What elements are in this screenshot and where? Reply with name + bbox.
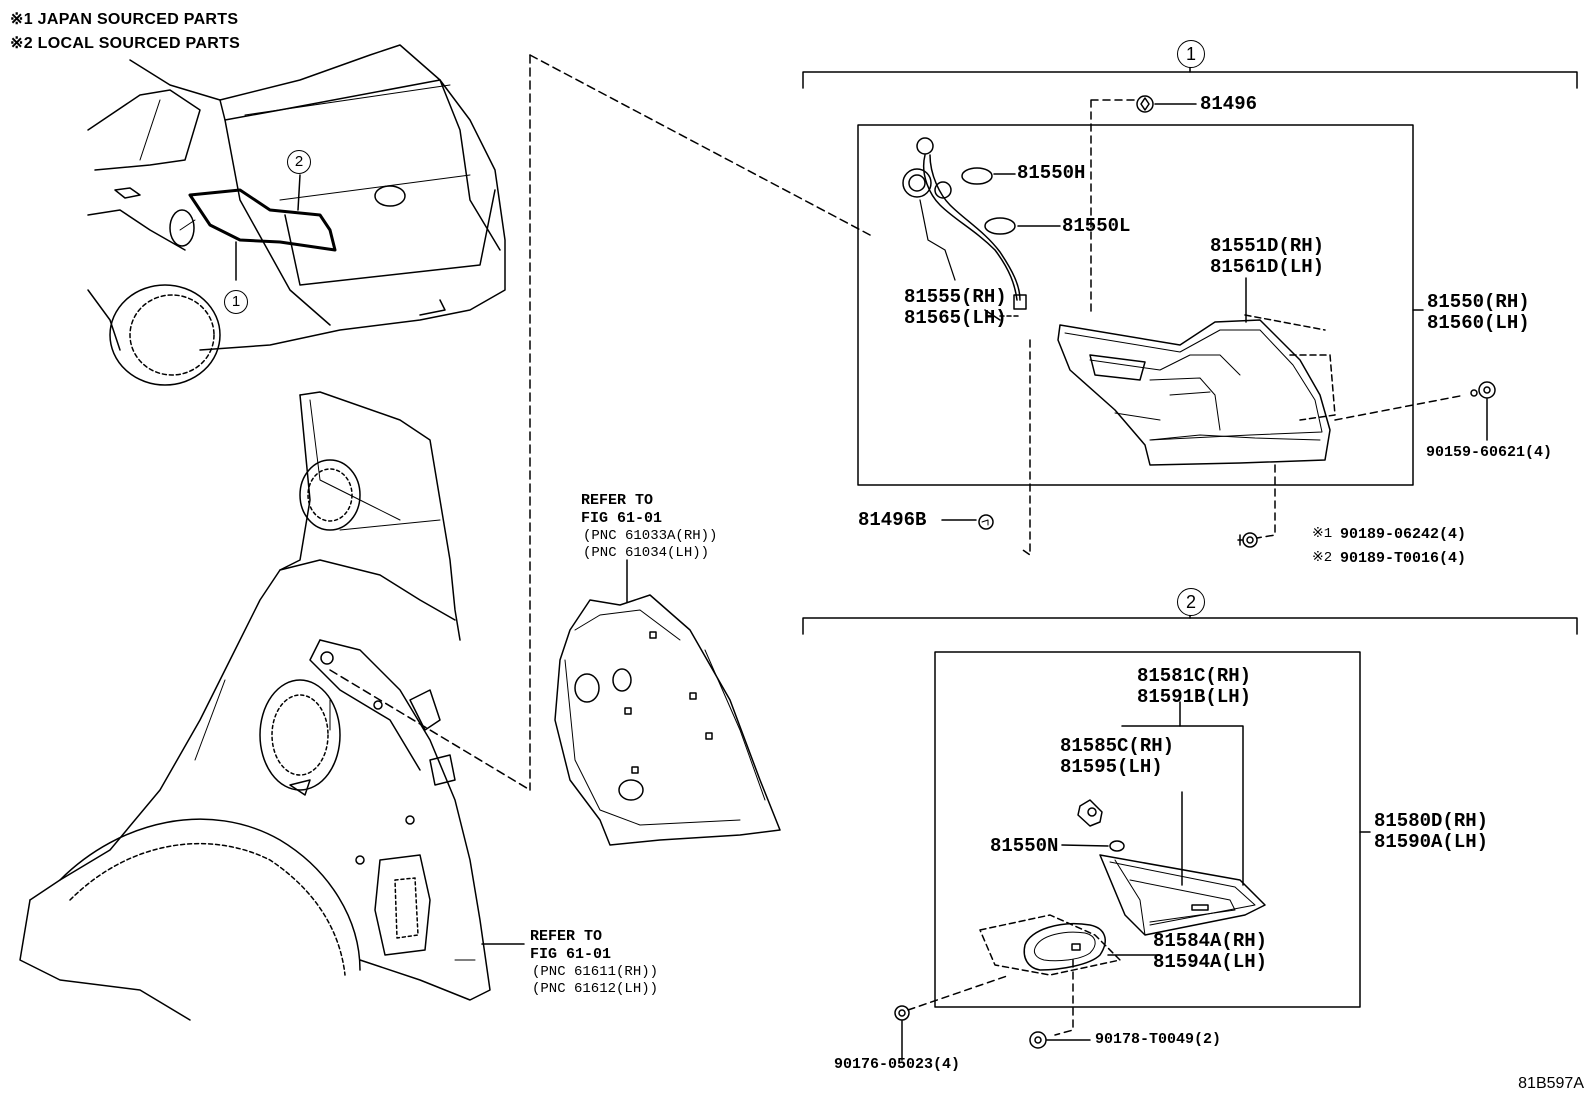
car-callout-1[interactable]: 1 <box>224 290 248 314</box>
part-81595-lh[interactable]: 81595(LH) <box>1060 756 1163 778</box>
part-81496[interactable]: 81496 <box>1200 93 1258 115</box>
part-81581C-rh[interactable]: 81581C(RH) <box>1137 665 1252 687</box>
car-rear-illustration <box>87 44 506 386</box>
refer2-fig-link[interactable]: FIG 61-01 <box>530 946 612 963</box>
group2-callout[interactable]: 2 <box>1177 588 1205 616</box>
part-90176[interactable]: 90176-05023(4) <box>834 1056 961 1073</box>
note-local-sourced: ※2 LOCAL SOURCED PARTS <box>10 35 241 52</box>
part-81496B[interactable]: 81496B <box>858 509 927 531</box>
refer1-pnc-rh: (PNC 61033A(RH)) <box>583 528 718 544</box>
part-81585C-rh[interactable]: 81585C(RH) <box>1060 735 1175 757</box>
part-81590A-lh[interactable]: 81590A(LH) <box>1374 831 1489 853</box>
part-81551D-rh[interactable]: 81551D(RH) <box>1210 235 1325 257</box>
part-81591B-lh[interactable]: 81591B(LH) <box>1137 686 1252 708</box>
part-81561D-lh[interactable]: 81561D(LH) <box>1210 256 1325 278</box>
group1-callout[interactable]: 1 <box>1177 40 1205 68</box>
refer1-line1: REFER TO <box>581 492 654 509</box>
part-81555-rh[interactable]: 81555(RH) <box>904 286 1007 308</box>
note-japan-sourced: ※1 JAPAN SOURCED PARTS <box>10 11 239 28</box>
part-81594A-lh[interactable]: 81594A(LH) <box>1153 951 1268 973</box>
part-90159[interactable]: 90159-60621(4) <box>1426 444 1553 461</box>
part-81580D-rh[interactable]: 81580D(RH) <box>1374 810 1489 832</box>
refer2-line1: REFER TO <box>530 928 603 945</box>
inner-lamp-socket-illustration <box>1077 799 1125 852</box>
socket-wire-illustration <box>902 137 1027 310</box>
inner-lamp-illustration <box>1099 854 1266 936</box>
part-81584A-rh[interactable]: 81584A(RH) <box>1153 930 1268 952</box>
part-81550N[interactable]: 81550N <box>990 835 1059 857</box>
part-81550H[interactable]: 81550H <box>1017 162 1086 184</box>
part-81550-rh[interactable]: 81550(RH) <box>1427 291 1530 313</box>
refer2-pnc-rh: (PNC 61611(RH)) <box>532 964 659 980</box>
refer1-pnc-lh: (PNC 61034(LH)) <box>583 545 710 561</box>
refer1-fig-link[interactable]: FIG 61-01 <box>581 510 663 527</box>
part-90178[interactable]: 90178-T0049(2) <box>1095 1031 1222 1048</box>
rear-combination-lamp-illustration <box>1057 314 1336 466</box>
mark-japan: ※1 <box>1312 526 1333 542</box>
part-81560-lh[interactable]: 81560(LH) <box>1427 312 1530 334</box>
part-81565-lh[interactable]: 81565(LH) <box>904 307 1007 329</box>
car-callout-2[interactable]: 2 <box>287 150 311 174</box>
part-81550L[interactable]: 81550L <box>1062 215 1131 237</box>
part-90189-06242[interactable]: 90189-06242(4) <box>1340 526 1467 543</box>
figure-code: 81B597A <box>1518 1075 1584 1092</box>
inner-panel-illustration <box>554 594 781 846</box>
refer2-pnc-lh: (PNC 61612(LH)) <box>532 981 659 997</box>
lamp-cover-illustration <box>979 914 1121 976</box>
part-90189-T0016[interactable]: 90189-T0016(4) <box>1340 550 1467 567</box>
quarter-panel-illustration <box>19 391 491 1021</box>
mark-local: ※2 <box>1312 550 1333 566</box>
group1-frame <box>802 64 1578 486</box>
